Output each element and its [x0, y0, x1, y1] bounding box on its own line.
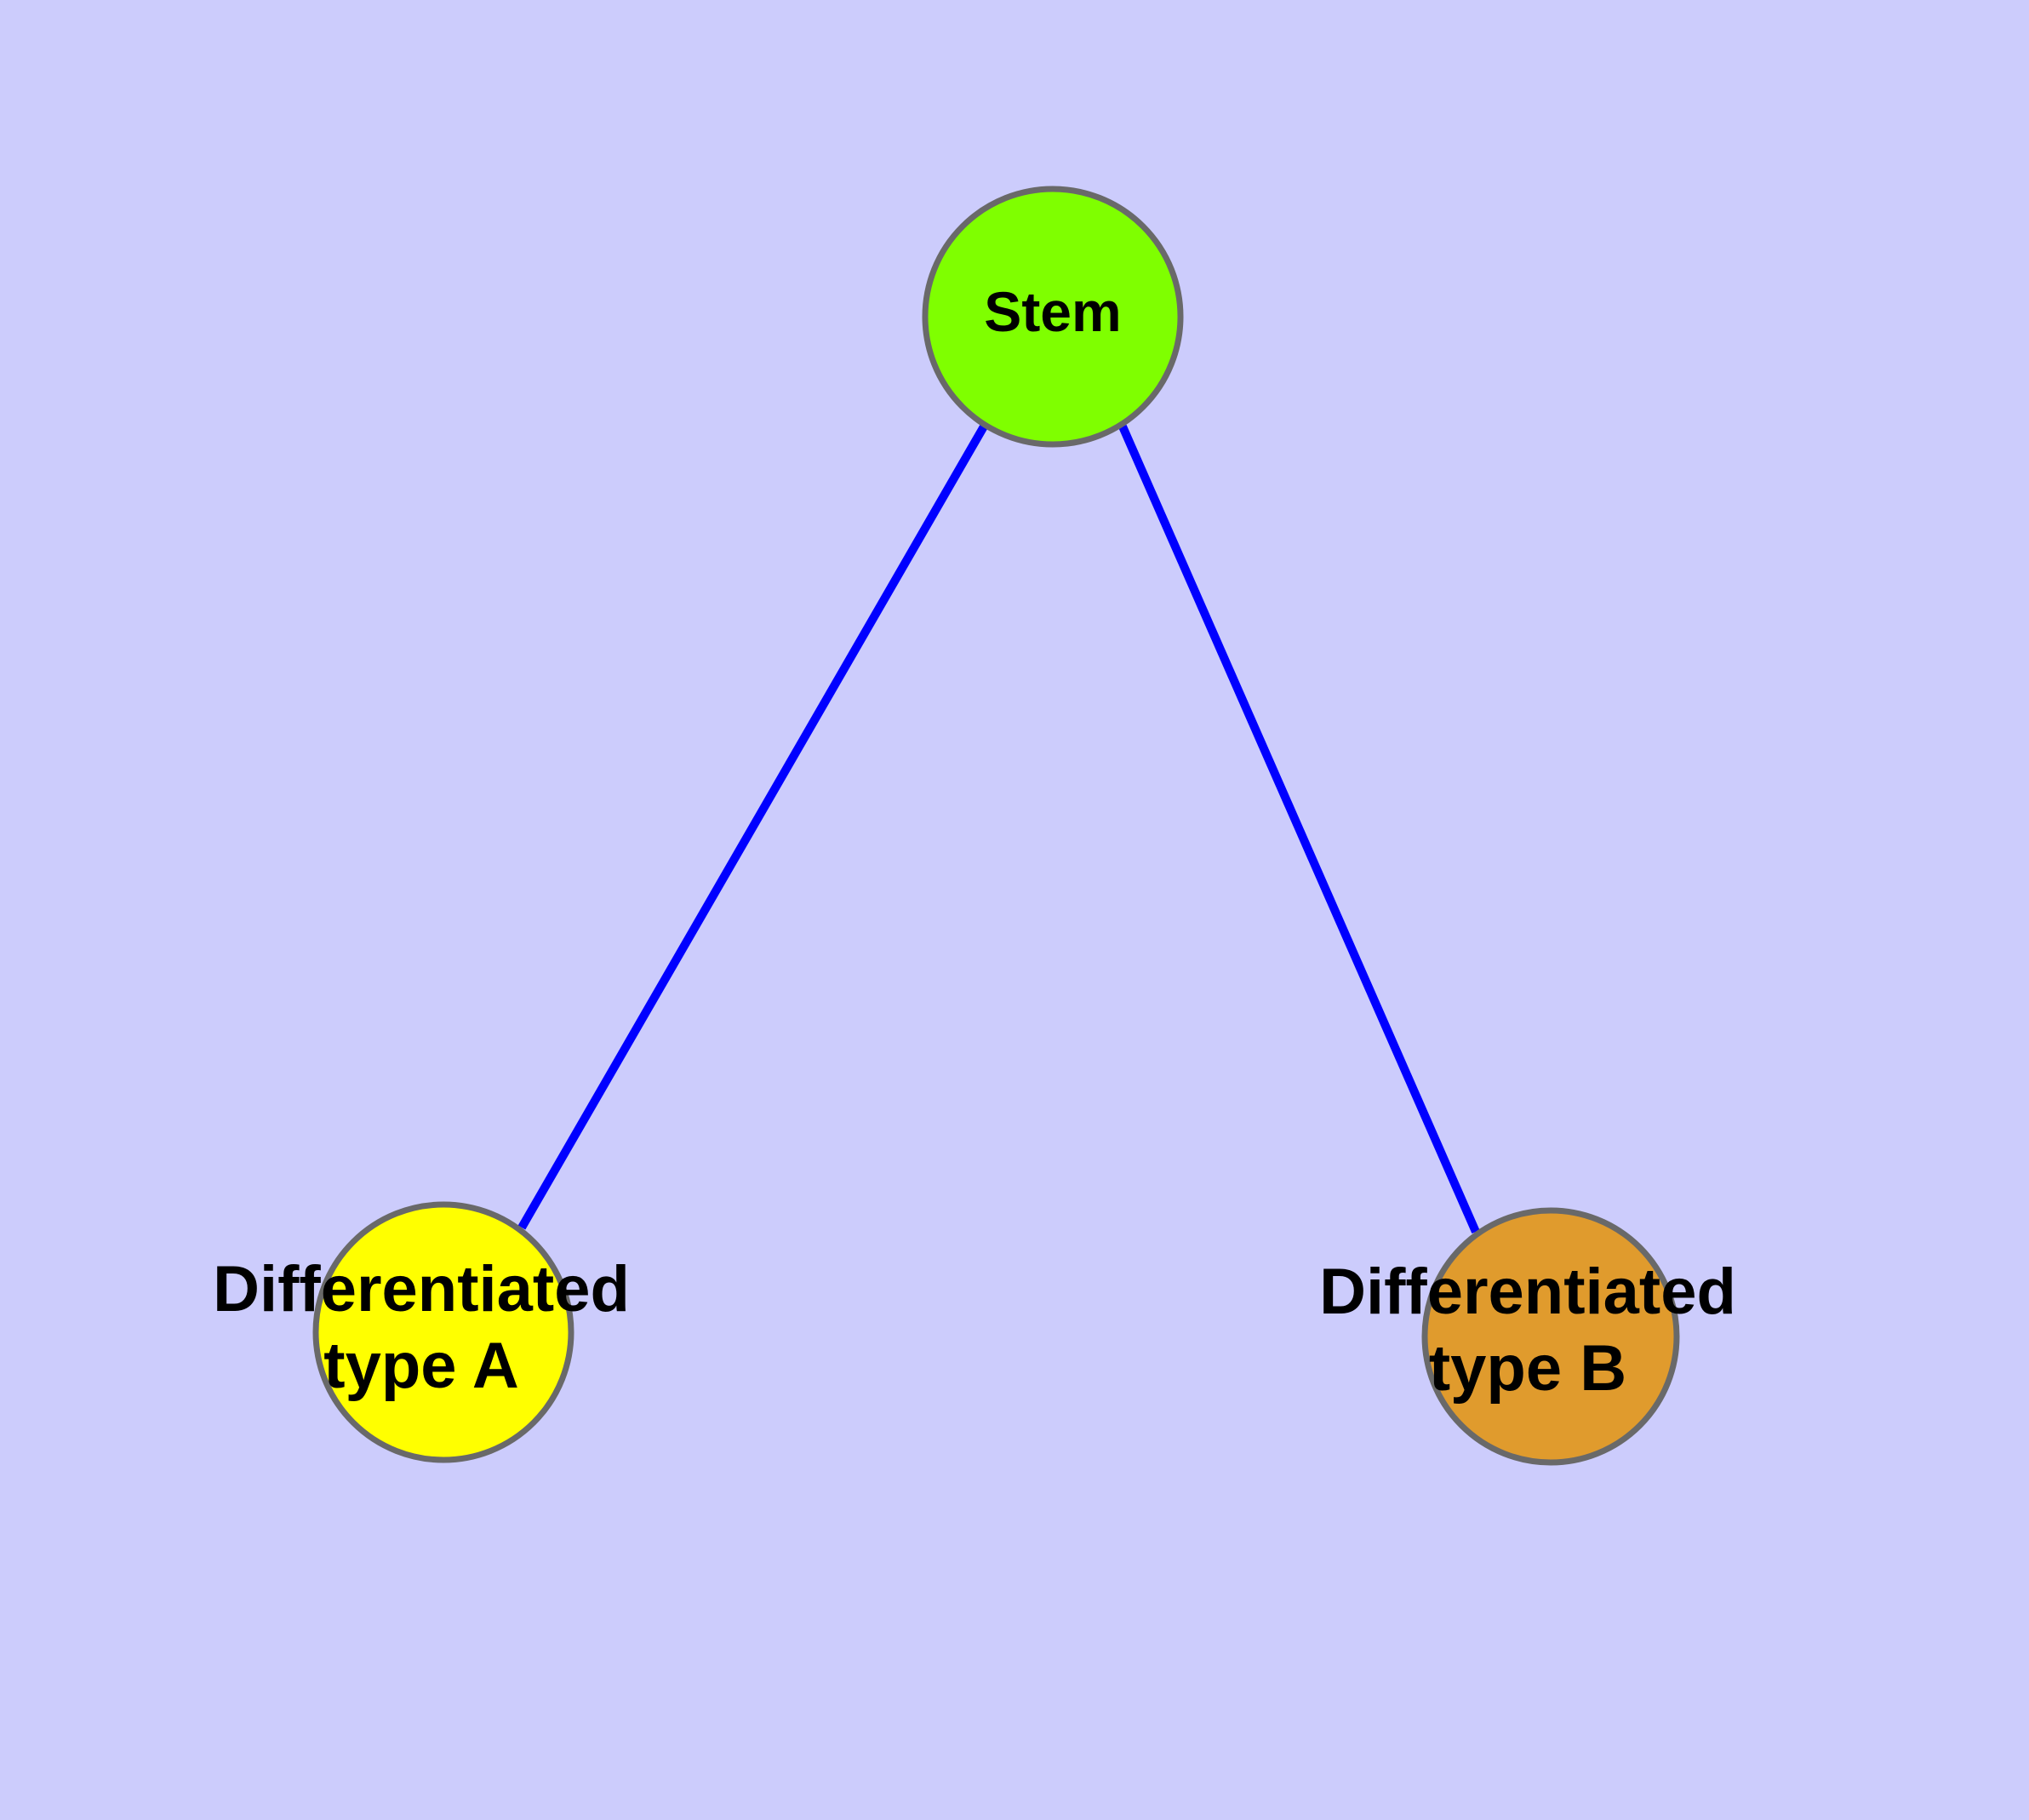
- node-differentiated-type-a[interactable]: [312, 1201, 574, 1463]
- edge-stem-to-differentiated-type-a[interactable]: [517, 424, 988, 1230]
- node-label-stem: Stem: [984, 280, 1121, 343]
- edges-group: [517, 424, 1480, 1234]
- node-stem[interactable]: [922, 186, 1184, 448]
- node-label-line: type A: [323, 1330, 518, 1402]
- node-label-line: Stem: [984, 280, 1121, 343]
- node-differentiated-type-b[interactable]: [1421, 1207, 1680, 1466]
- node-label-line: Differentiated: [213, 1253, 630, 1325]
- node-label-line: Differentiated: [1319, 1256, 1736, 1328]
- nodes-group: [312, 186, 1680, 1466]
- edge-stem-to-differentiated-type-b[interactable]: [1118, 424, 1480, 1234]
- node-label-line: type B: [1429, 1332, 1626, 1405]
